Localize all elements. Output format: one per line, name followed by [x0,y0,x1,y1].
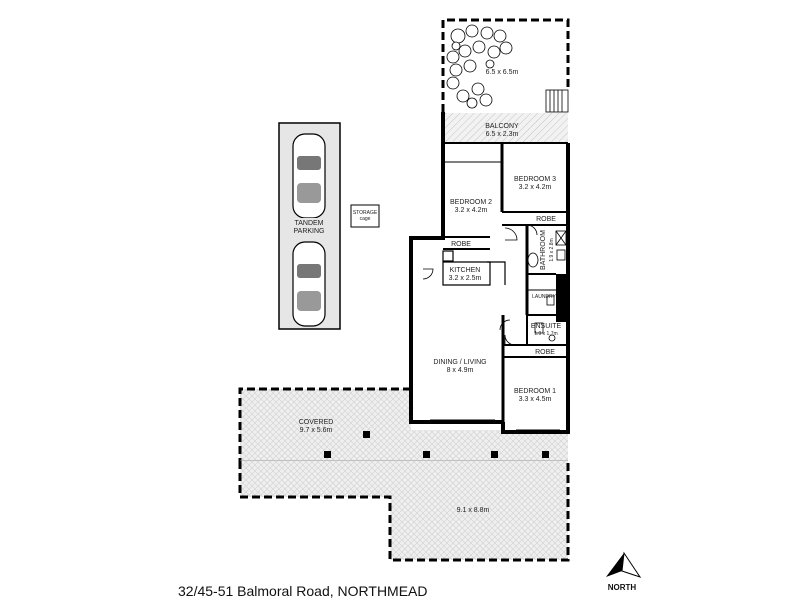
laundry-label: LAUNDRY [532,294,556,300]
dining-dims: 8 x 4.9m [447,367,474,374]
property-address: 32/45-51 Balmoral Road, NORTHMEAD [178,583,428,599]
bathroom-label: BATHROOM [540,230,547,270]
bedroom2-dims: 3.2 x 4.2m [455,207,488,214]
storage-cage: STORAGE cage [350,204,380,228]
bathroom-fixtures [527,230,567,342]
robe-b2-label: ROBE [451,241,471,248]
room-labels: BEDROOM 3 3.2 x 4.2m BEDROOM 2 3.2 x 4.2… [433,176,561,403]
dining-label: DINING / LIVING [433,359,486,366]
bedroom3-dims: 3.2 x 4.2m [519,184,552,191]
storage-label: STORAGE [353,210,378,216]
kitchen-dims: 3.2 x 2.5m [449,275,482,282]
ensuite-dims: 1.9 x 1.7m [534,331,557,337]
parking-label: TANDEM [294,220,323,227]
service-duct [556,274,568,322]
trees-icon [446,24,513,109]
tandem-parking: TANDEM PARKING [278,122,341,330]
covered-label: COVERED [299,419,334,426]
north-arrow-icon: NORTH [606,551,642,592]
rear-yard: 6.5 x 6.5m [441,18,570,113]
steps-icon [545,89,569,113]
robe-b1-label: ROBE [535,349,555,356]
bedroom2-label: BEDROOM 2 [450,199,492,206]
robe-b3-label: ROBE [536,216,556,223]
bedroom3-label: BEDROOM 3 [514,176,556,183]
bedroom1-label: BEDROOM 1 [514,388,556,395]
kitchen-bench [442,250,506,286]
covered-area: COVERED 9.7 x 5.6m [238,387,568,462]
kitchen-label: KITCHEN [450,267,481,274]
ensuite-label: ENSUITE [531,323,562,330]
doors [422,224,538,346]
car-icon [292,241,326,327]
north-label: NORTH [608,583,637,592]
storage-sub: cage [360,216,371,222]
terrace: 9.1 x 8.8m [238,461,570,562]
bedroom1-dims: 3.3 x 4.5m [519,396,552,403]
parking-label-2: PARKING [294,228,325,235]
bathroom-dims: 1.9 x 2.8m [549,238,555,261]
balcony-dims: 6.5 x 2.3m [486,131,519,138]
yard-dims: 6.5 x 6.5m [486,69,519,76]
covered-dims: 9.7 x 5.6m [300,427,333,434]
balcony-label: BALCONY [485,123,519,130]
car-icon [292,133,326,219]
balcony: BALCONY 6.5 x 2.3m [443,113,568,143]
terrace-dims: 9.1 x 8.8m [457,507,490,514]
